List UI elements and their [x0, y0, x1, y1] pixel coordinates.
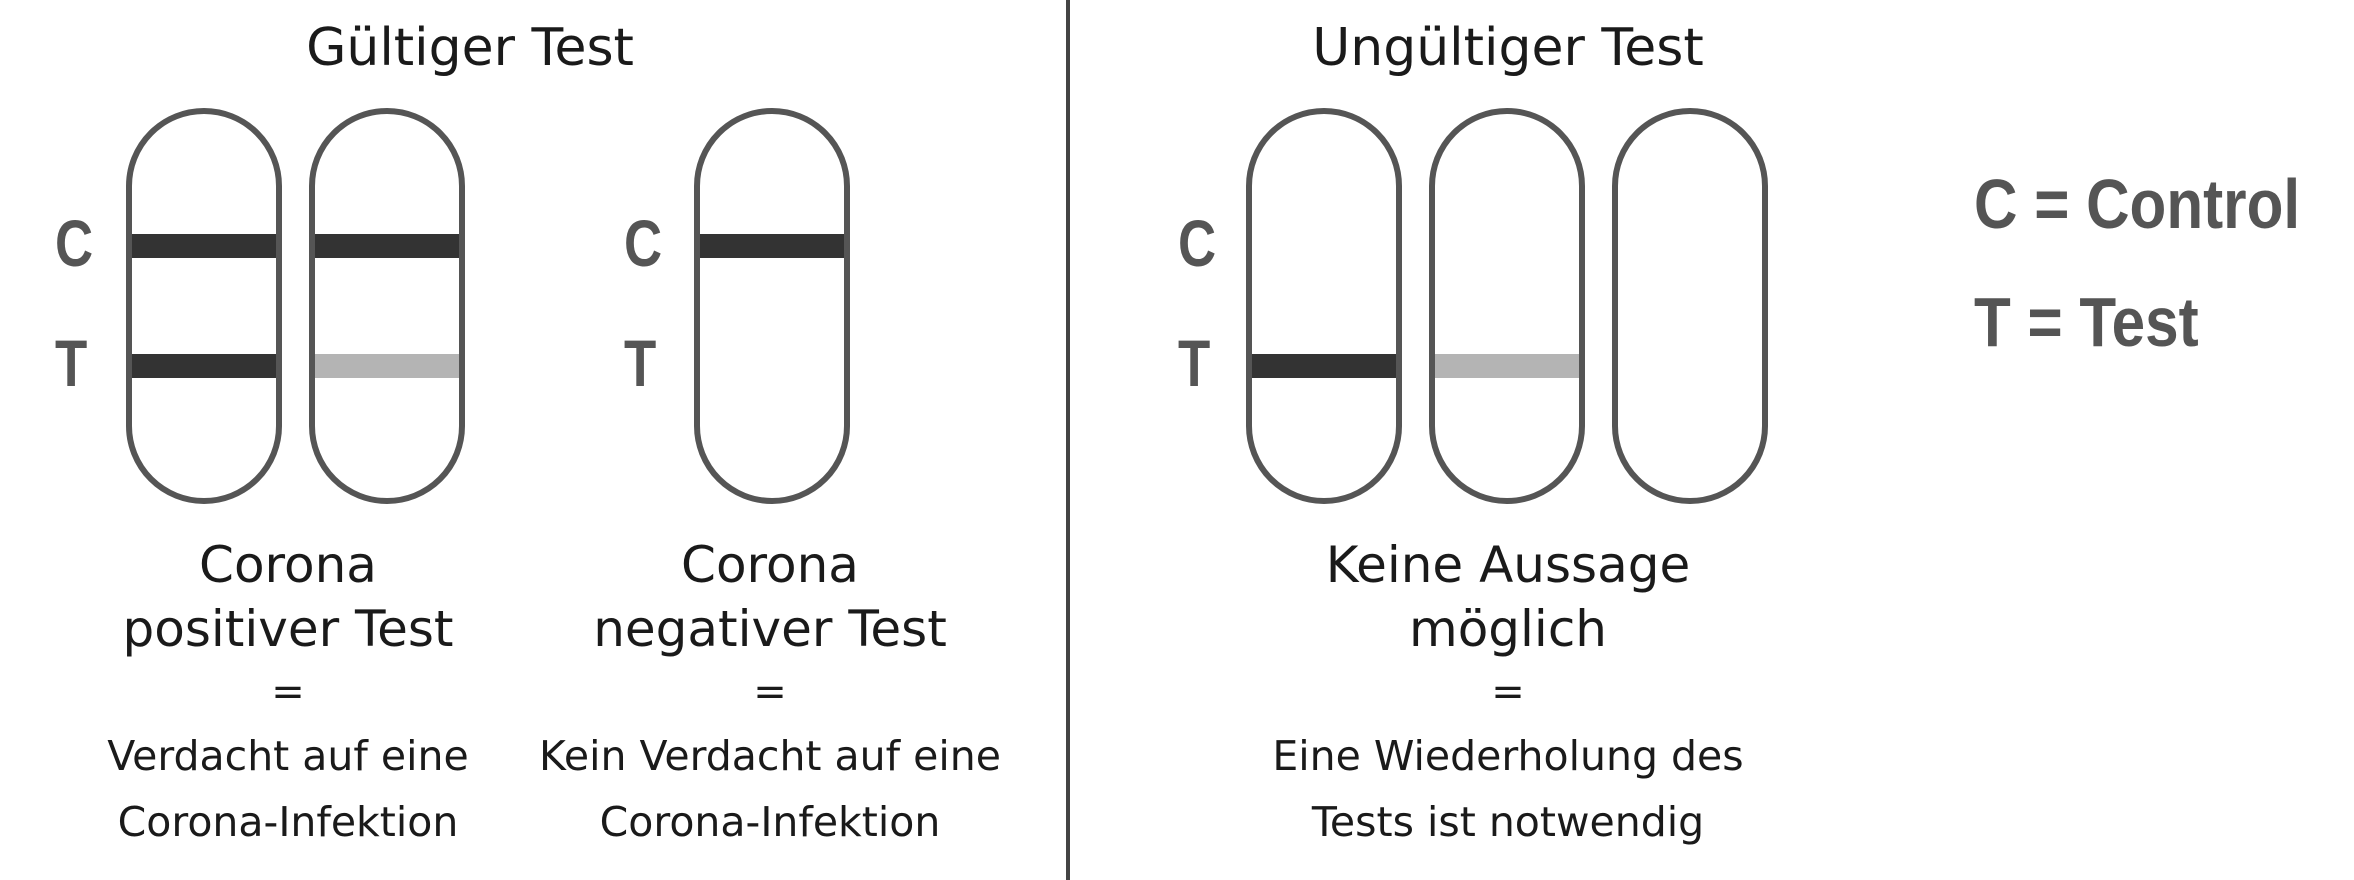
test-band-faint: [1435, 354, 1579, 378]
test-band: [132, 354, 276, 378]
test-band-faint: [315, 354, 459, 378]
caption-equals: =: [271, 669, 305, 715]
caption-description: Corona-Infektion: [117, 798, 459, 846]
caption-equals: =: [1491, 669, 1525, 715]
marker-c-invalid: C: [1178, 206, 1217, 280]
caption-line: Corona: [199, 536, 377, 594]
control-band: [700, 234, 844, 258]
control-band: [315, 234, 459, 258]
test-strip-invalid-faint: [1429, 108, 1585, 504]
marker-t-negative: T: [624, 326, 657, 400]
invalid-result-caption: Keine Aussage möglich = Eine Wiederholun…: [1260, 533, 1756, 855]
caption-description: Kein Verdacht auf eine: [539, 732, 1001, 780]
control-band: [132, 234, 276, 258]
caption-description: Verdacht auf eine: [107, 732, 469, 780]
test-strip-positive-strong: [126, 108, 282, 504]
caption-line: positiver Test: [122, 600, 454, 658]
test-strip-invalid-empty: [1612, 108, 1768, 504]
negative-result-caption: Corona negativer Test = Kein Verdacht au…: [528, 533, 1012, 855]
invalid-test-title: Ungültiger Test: [1312, 18, 1704, 78]
caption-description: Corona-Infektion: [599, 798, 941, 846]
test-strip-positive-faint: [309, 108, 465, 504]
caption-equals: =: [753, 669, 787, 715]
test-band: [1252, 354, 1396, 378]
caption-line: möglich: [1409, 600, 1607, 658]
caption-description: Eine Wiederholung des: [1272, 732, 1744, 780]
caption-description: Tests ist notwendig: [1311, 798, 1705, 846]
test-strip-negative: [694, 108, 850, 504]
marker-t-invalid: T: [1178, 326, 1211, 400]
legend-test: T = Test: [1974, 283, 2199, 361]
caption-line: Keine Aussage: [1325, 536, 1691, 594]
positive-result-caption: Corona positiver Test = Verdacht auf ein…: [70, 533, 506, 855]
marker-c-positive: C: [55, 206, 94, 280]
valid-test-title: Gültiger Test: [306, 18, 634, 78]
marker-c-negative: C: [624, 206, 663, 280]
legend-control: C = Control: [1974, 165, 2301, 243]
caption-line: negativer Test: [593, 600, 947, 658]
marker-t-positive: T: [55, 326, 88, 400]
test-strip-invalid-test-only: [1246, 108, 1402, 504]
caption-line: Corona: [681, 536, 859, 594]
section-divider: [1066, 0, 1070, 880]
